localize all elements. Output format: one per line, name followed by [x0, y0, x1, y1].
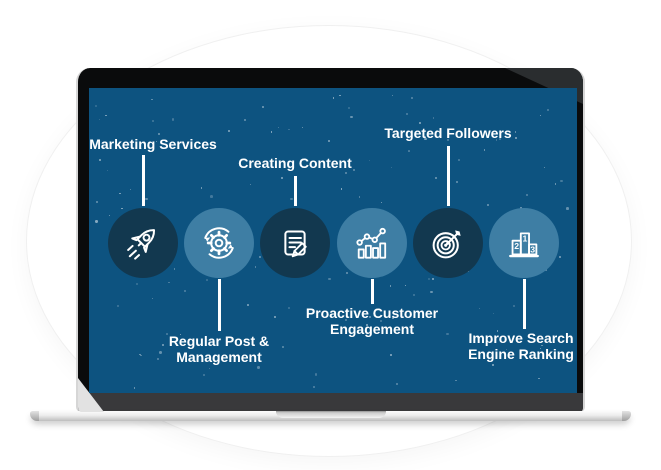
document-edit-icon	[284, 230, 307, 258]
laptop-base-notch	[275, 411, 386, 418]
label-proactive-customer-engagement: Proactive Customer Engagement	[305, 305, 439, 337]
label-regular-post-management: Regular Post & Management	[168, 333, 270, 365]
label-creating-content: Creating Content	[238, 155, 352, 171]
laptop-hinge	[78, 393, 583, 412]
podium-ranking-icon: 1 2 3	[509, 232, 539, 258]
laptop-screen: Marketing Services Creating Content Targ…	[89, 88, 577, 393]
laptop-base	[30, 411, 631, 421]
podium-number-1: 1	[522, 234, 527, 244]
circle-creating-content	[260, 208, 330, 278]
connector-creating-content	[294, 176, 297, 206]
gear-sync-icon	[204, 227, 234, 259]
circle-targeted-followers	[413, 208, 483, 278]
connector-targeted-followers	[447, 146, 450, 206]
circle-improve-search: 1 2 3	[489, 208, 559, 278]
circle-marketing-services	[108, 208, 178, 278]
connector-regular-post	[218, 279, 221, 331]
label-targeted-followers: Targeted Followers	[384, 125, 512, 141]
label-marketing-services: Marketing Services	[89, 136, 217, 152]
connector-improve-search	[523, 279, 526, 329]
connector-proactive-customer	[371, 279, 374, 304]
growth-chart-icon	[356, 227, 387, 259]
label-improve-search-engine-ranking: Improve Search Engine Ranking	[468, 330, 574, 362]
podium-number-3: 3	[530, 245, 535, 255]
rocket-icon	[127, 229, 156, 260]
connector-marketing-services	[142, 155, 145, 206]
circle-regular-post	[184, 208, 254, 278]
laptop-lid: Marketing Services Creating Content Targ…	[76, 68, 585, 412]
target-arrow-icon	[432, 230, 461, 259]
circle-proactive-customer	[337, 208, 407, 278]
podium-number-2: 2	[514, 241, 519, 251]
